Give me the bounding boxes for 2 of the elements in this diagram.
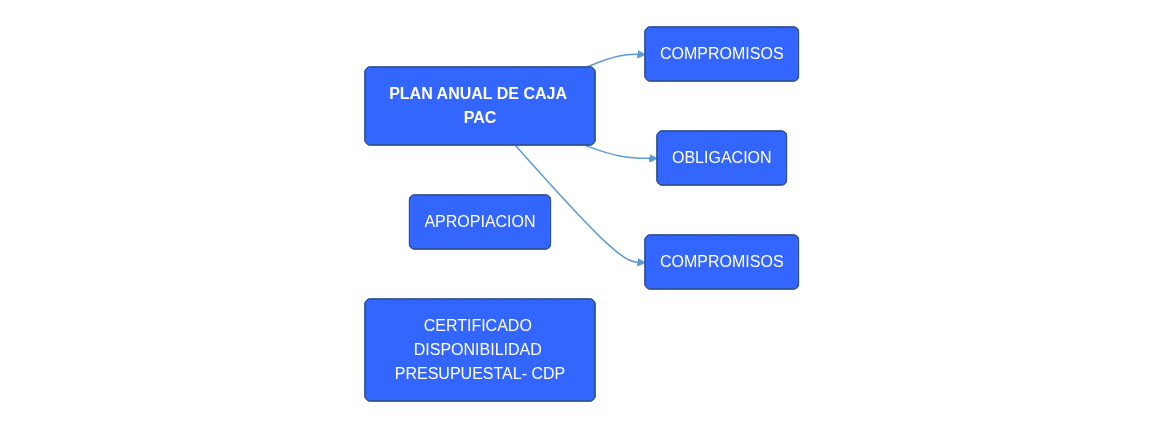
arrow <box>514 144 647 267</box>
arrow <box>584 144 659 163</box>
